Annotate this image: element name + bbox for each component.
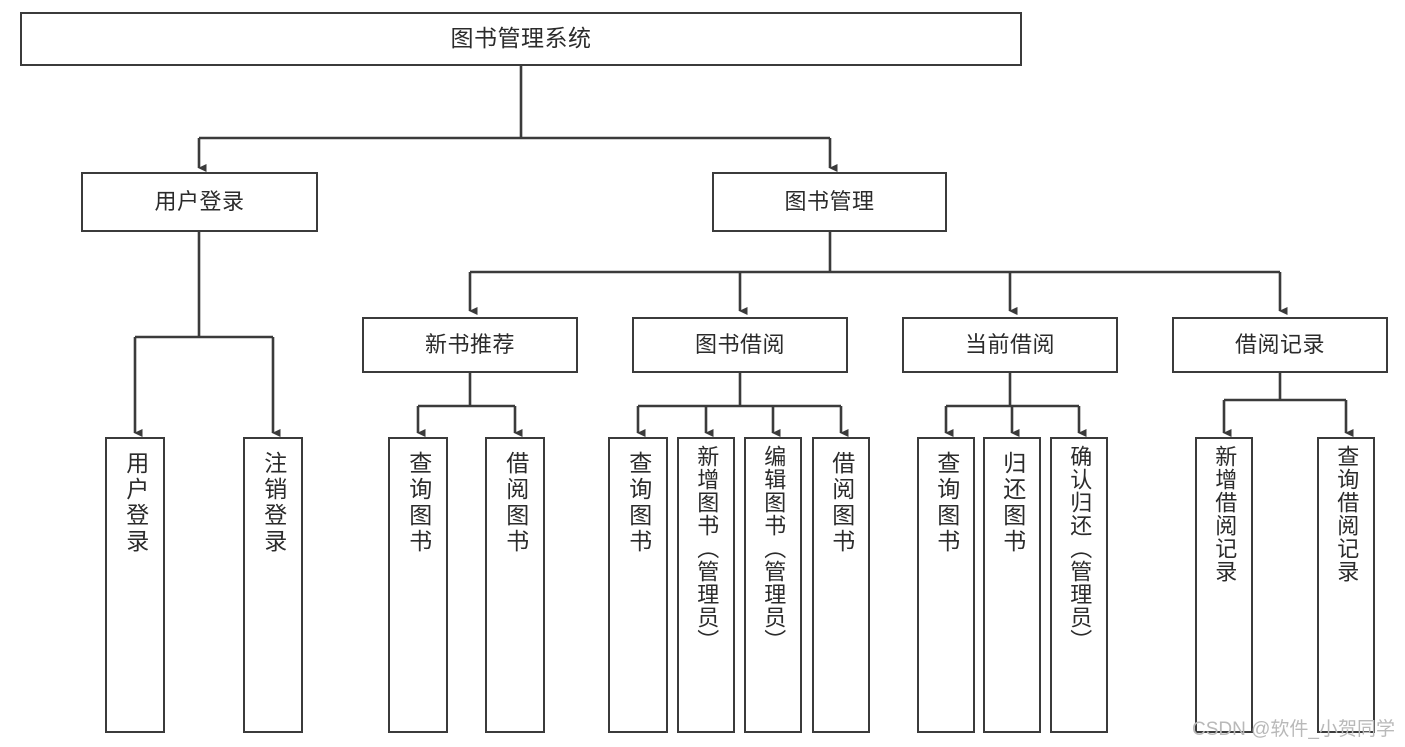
node-book-management-label: 图书管理 (784, 189, 875, 215)
node-leaf-logout-label: 注销登录 (260, 451, 287, 555)
node-borrow-record[interactable]: 借阅记录 (1172, 317, 1388, 373)
node-new-book-recommend[interactable]: 新书推荐 (362, 317, 578, 373)
node-root-book-management-system[interactable]: 图书管理系统 (20, 12, 1022, 66)
node-new-book-recommend-label: 新书推荐 (424, 332, 515, 358)
node-leaf-query-book-current[interactable]: 查询图书 (917, 437, 975, 733)
node-leaf-borrow-book-new[interactable]: 借阅图书 (485, 437, 545, 733)
node-leaf-borrow-book[interactable]: 借阅图书 (812, 437, 870, 733)
node-leaf-query-borrow-record-label: 查询借阅记录 (1334, 445, 1360, 583)
node-leaf-confirm-return[interactable]: 确认归还（管理员） (1050, 437, 1108, 733)
node-leaf-add-borrow-record[interactable]: 新增借阅记录 (1195, 437, 1253, 733)
node-leaf-borrow-book-label: 借阅图书 (828, 451, 855, 555)
node-leaf-return-book[interactable]: 归还图书 (983, 437, 1041, 733)
node-leaf-query-book-current-label: 查询图书 (933, 451, 960, 555)
node-root-label: 图书管理系统 (450, 25, 592, 52)
node-leaf-edit-book-label: 编辑图书（管理员） (761, 445, 787, 652)
node-user-login-label: 用户登录 (154, 189, 245, 215)
node-leaf-add-borrow-record-label: 新增借阅记录 (1212, 445, 1238, 583)
node-leaf-user-login-label: 用户登录 (122, 451, 149, 555)
node-leaf-add-book[interactable]: 新增图书（管理员） (677, 437, 735, 733)
node-book-management[interactable]: 图书管理 (712, 172, 947, 232)
node-current-borrow[interactable]: 当前借阅 (902, 317, 1118, 373)
node-leaf-query-book-borrow[interactable]: 查询图书 (608, 437, 668, 733)
node-leaf-user-login[interactable]: 用户登录 (105, 437, 165, 733)
node-leaf-edit-book[interactable]: 编辑图书（管理员） (744, 437, 802, 733)
node-book-borrow[interactable]: 图书借阅 (632, 317, 848, 373)
node-leaf-query-book-new-label: 查询图书 (405, 451, 432, 555)
node-leaf-return-book-label: 归还图书 (999, 451, 1026, 555)
node-current-borrow-label: 当前借阅 (964, 332, 1055, 358)
csdn-watermark: CSDN @软件_小贺同学 (1192, 719, 1395, 740)
node-leaf-add-book-label: 新增图书（管理员） (694, 445, 720, 652)
node-borrow-record-label: 借阅记录 (1234, 332, 1325, 358)
node-leaf-confirm-return-label: 确认归还（管理员） (1067, 445, 1093, 652)
node-leaf-logout[interactable]: 注销登录 (243, 437, 303, 733)
node-user-login[interactable]: 用户登录 (81, 172, 318, 232)
node-leaf-query-book-borrow-label: 查询图书 (625, 451, 652, 555)
node-leaf-query-book-new[interactable]: 查询图书 (388, 437, 448, 733)
node-book-borrow-label: 图书借阅 (694, 332, 785, 358)
node-leaf-query-borrow-record[interactable]: 查询借阅记录 (1317, 437, 1375, 733)
node-leaf-borrow-book-new-label: 借阅图书 (502, 451, 529, 555)
